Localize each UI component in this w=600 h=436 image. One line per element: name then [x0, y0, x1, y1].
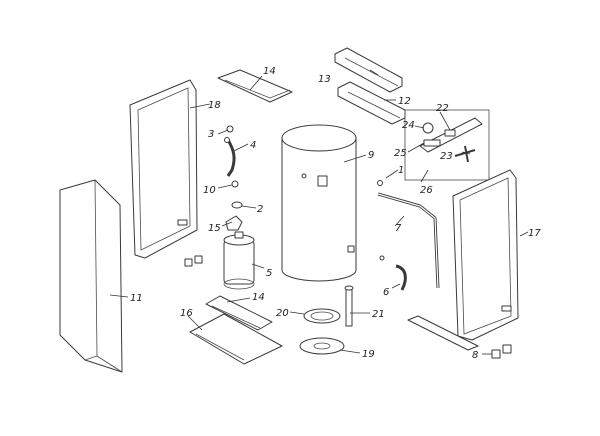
fitting-small [379, 255, 385, 261]
callout-20: 20 [276, 308, 289, 319]
callout-10: 10 [203, 185, 216, 196]
callout-19: 19 [362, 349, 375, 360]
callout-13: 13 [318, 74, 331, 85]
callout-3: 3 [208, 129, 214, 140]
callout-26: 26 [420, 185, 433, 196]
callout-16: 16 [180, 308, 193, 319]
disc-19 [299, 337, 345, 355]
callout-25: 25 [394, 148, 407, 159]
callout-12: 12 [398, 96, 411, 107]
rail-right-bottom [407, 315, 479, 351]
callout-4: 4 [250, 140, 256, 151]
bracket-14-top [217, 69, 293, 103]
callout-24: 24 [402, 120, 415, 131]
callout-23: 23 [440, 151, 453, 162]
pads-8 [491, 344, 512, 359]
ring-20 [303, 308, 341, 324]
callout-9: 9 [368, 150, 374, 161]
callout-15: 15 [208, 223, 221, 234]
panel-18 [129, 79, 198, 259]
callout-22: 22 [436, 103, 449, 114]
bracket-13 [334, 47, 403, 93]
callout-1: 1 [398, 165, 404, 176]
pipe-7 [377, 192, 440, 289]
cylinder-9 [281, 124, 357, 282]
bracket-14-bottom [205, 295, 273, 331]
fitting-2 [231, 201, 243, 209]
base-16 [189, 313, 283, 365]
pipe-6 [395, 264, 407, 291]
callout-21: 21 [372, 309, 385, 320]
callout-18: 18 [208, 100, 221, 111]
fitting-10 [231, 180, 239, 188]
callout-7: 7 [395, 223, 402, 234]
valve-15 [225, 215, 243, 231]
callout-2: 2 [257, 204, 263, 215]
callout-14-bottom: 14 [252, 292, 265, 303]
pads-left [184, 255, 203, 267]
panel-17 [452, 169, 519, 341]
fitting-3 [226, 125, 234, 133]
callout-17: 17 [528, 228, 541, 239]
callout-11: 11 [130, 293, 143, 304]
hose-4 [224, 137, 236, 177]
callout-5: 5 [266, 268, 272, 279]
fitting-1 [377, 180, 383, 186]
callout-8: 8 [472, 350, 478, 361]
callout-labels: 1 2 3 4 5 6 7 8 9 10 11 12 13 14 14 15 1… [130, 66, 541, 361]
callout-6: 6 [383, 287, 389, 298]
control-panel-26 [404, 109, 490, 181]
anode-21 [344, 285, 354, 327]
expansion-vessel-5 [223, 231, 255, 290]
leader-lines [109, 69, 529, 355]
callout-14-top: 14 [263, 66, 276, 77]
panel-11 [59, 179, 123, 373]
